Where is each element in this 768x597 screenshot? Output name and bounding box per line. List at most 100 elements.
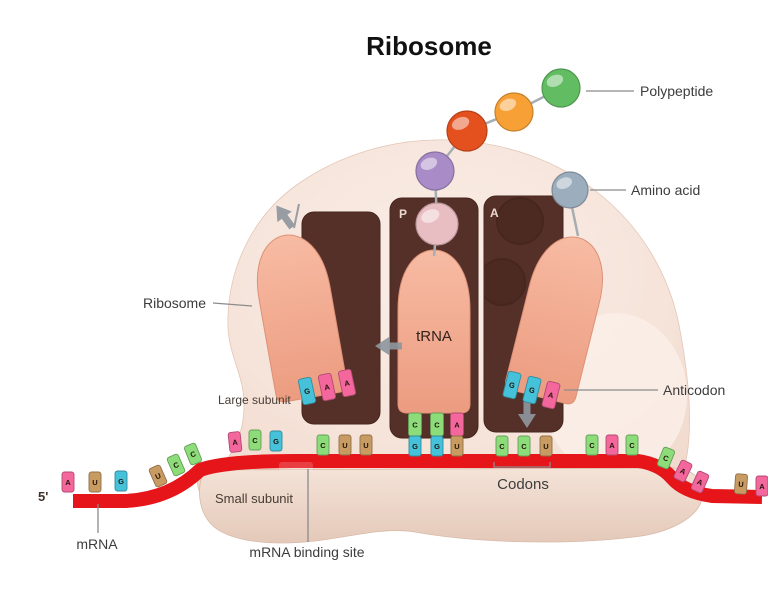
nucleotide-base-U: U [148,464,168,488]
codons-bracket [493,462,551,468]
incoming-arrow-icon [518,401,536,428]
nucleotide-base-C: C [248,429,262,451]
mrna-label: mRNA [76,536,118,552]
nucleotide-base-A: A [673,459,693,483]
leader-lines [97,90,658,542]
nucleotide-base-U: U [734,473,748,495]
svg-text:G: G [273,437,279,446]
nucleotide-base-C: C [316,434,330,456]
ribosome-label: Ribosome [143,295,206,311]
svg-text:A: A [454,420,460,429]
mrna-binding-site-highlight [279,462,313,471]
trna-label: tRNA [416,328,452,345]
svg-text:C: C [629,441,635,450]
svg-text:C: C [189,449,198,460]
svg-text:U: U [342,441,347,450]
svg-text:C: C [172,460,181,471]
svg-text:U: U [92,478,97,487]
peptide-attachment-ball [415,202,459,246]
left-slope-group: UCC [148,442,203,488]
nucleotide-base-U: U [359,434,373,456]
nucleotide-base-G: G [408,435,422,457]
p-site-label: P [399,207,407,221]
a-site-pockets [484,197,544,306]
nucleotide-base-C: C [183,442,203,466]
svg-text:G: G [118,477,124,486]
svg-text:G: G [528,385,536,395]
svg-text:C: C [521,442,527,451]
small-subunit-body [199,467,704,544]
translocation-arrow-icon [375,337,402,355]
nucleotide-base-A: A [61,471,75,493]
direction-arrows [276,203,536,428]
nucleotide-base-A: A [605,434,619,456]
nucleotide-base-A: A [450,412,464,437]
svg-text:U: U [543,442,548,451]
nucleotide-base-G: G [430,435,444,457]
nucleotide-base-C: C [517,435,531,457]
codons-label: Codons [497,476,549,493]
svg-text:A: A [323,382,331,392]
anticodon-label: Anticodon [663,382,725,398]
exit-arrow-icon [276,205,296,230]
svg-text:A: A [759,482,765,491]
nucleotide-base-C: C [585,434,599,456]
anticodon-a-group: G G A [502,370,561,410]
nucleotide-base-A: A [317,372,337,402]
five-prime-label: 5' [38,489,48,504]
polypeptide-chain [415,68,589,246]
nucleotide-base-C: C [166,453,186,477]
nucleotide-base-G: G [522,375,542,405]
p-site-trna [397,249,471,414]
svg-text:G: G [434,442,440,451]
right-slope-group: CAA [656,446,710,494]
polypeptide-label: Polypeptide [640,83,713,99]
svg-text:A: A [547,390,555,400]
amino-acid-label: Amino acid [631,182,700,198]
svg-text:C: C [662,453,671,464]
svg-text:G: G [412,442,418,451]
nucleotide-base-G: G [114,470,128,492]
e-site-trna [256,234,348,403]
nucleotide-base-A: A [690,470,710,494]
nucleotide-base-C: C [625,434,639,456]
nucleotide-base-G: G [502,370,522,400]
polypeptide-ball [541,68,581,108]
nucleotide-base-A: A [337,368,357,398]
nucleotide-base-G: G [269,430,283,452]
svg-text:U: U [363,441,368,450]
small-subunit-label: Small subunit [215,491,293,506]
svg-text:C: C [589,441,595,450]
polypeptide-ball [494,92,534,132]
polypeptide-ball [415,151,455,191]
mrna-strand [73,454,763,508]
large-subunit-label: Large subunit [218,393,291,407]
svg-text:G: G [303,386,311,396]
page-title: Ribosome [366,31,492,61]
svg-text:U: U [154,471,163,481]
polypeptide-ball [446,110,488,152]
nucleotide-base-C: C [656,446,676,470]
nucleotide-base-U: U [338,434,352,456]
nucleotide-base-C: C [408,412,422,437]
trna-molecules: tRNA [256,234,603,414]
svg-text:C: C [434,420,440,429]
ribosome-leader [212,302,253,307]
a-site-label: A [490,206,499,220]
text-labels: Ribosome Polypeptide Amino acid Ribosome… [38,31,725,560]
svg-text:G: G [508,380,516,390]
nucleotide-base-U: U [539,435,553,457]
svg-text:C: C [320,441,326,450]
amino-acid-ball [551,171,589,209]
nucleotide-base-U: U [450,435,464,457]
exit-strand-line [293,203,300,229]
svg-text:A: A [609,441,615,450]
